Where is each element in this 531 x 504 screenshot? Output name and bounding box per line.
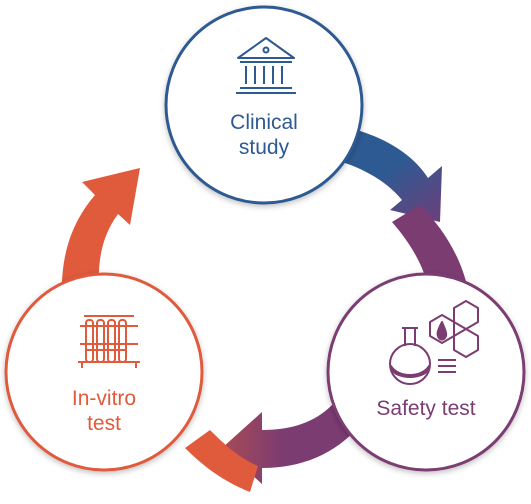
node-circle xyxy=(164,5,364,205)
arrow-safety-to-invitro xyxy=(222,405,360,484)
node-label-line: Clinical xyxy=(230,111,298,134)
node-label-safety: Safety test xyxy=(356,396,496,421)
node-label-invitro: In-vitro test xyxy=(44,386,164,436)
bank-building-icon xyxy=(236,37,296,94)
node-label-line: study xyxy=(238,136,290,159)
node-label-line: Safety test xyxy=(376,397,476,420)
node-label-line: In-vitro xyxy=(71,387,137,410)
node-clinical-study xyxy=(164,5,364,205)
chemistry-flask-molecule-icon xyxy=(389,300,479,385)
arrow-invitro-feed xyxy=(185,430,258,492)
node-invitro-test xyxy=(4,272,204,472)
arrow-invitro-to-clinical xyxy=(61,168,140,300)
arrow-safety-feed xyxy=(392,205,468,295)
node-label-clinical: Clinical study xyxy=(204,110,324,160)
test-tubes-rack-icon xyxy=(78,315,140,368)
node-label-line: test xyxy=(87,412,121,435)
node-circle xyxy=(4,272,204,472)
ring-arrows xyxy=(61,120,468,492)
